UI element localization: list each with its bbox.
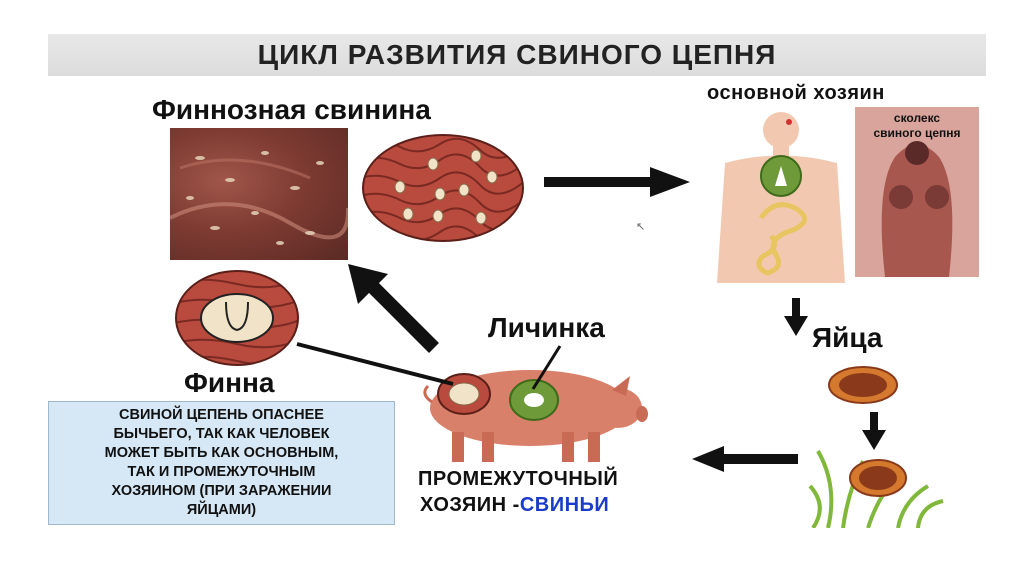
note-line: ЯЙЦАМИ) bbox=[105, 501, 339, 520]
label-intermediate-prefix: ХОЗЯИН - bbox=[420, 494, 520, 516]
note-line: МОЖЕТ БЫТЬ КАК ОСНОВНЫМ, bbox=[105, 444, 339, 463]
arrow-to-definitive-host bbox=[542, 165, 692, 199]
label-finnoznaya: Финнозная свинина bbox=[152, 94, 431, 126]
finna-illustration bbox=[174, 268, 300, 368]
muscle-with-cysts-illustration bbox=[360, 132, 526, 244]
grass-with-egg-illustration bbox=[808, 446, 948, 528]
note-line: СВИНОЙ ЦЕПЕНЬ ОПАСНЕЕ bbox=[105, 406, 339, 425]
label-definitive-host: основной хозяин bbox=[707, 82, 885, 105]
label-larva: Личинка bbox=[488, 312, 605, 344]
note-text: СВИНОЙ ЦЕПЕНЬ ОПАСНЕЕ БЫЧЬЕГО, ТАК КАК Ч… bbox=[105, 406, 339, 520]
note-box: СВИНОЙ ЦЕПЕНЬ ОПАСНЕЕ БЫЧЬЕГО, ТАК КАК Ч… bbox=[48, 401, 395, 525]
label-intermediate-highlight: СВИНЬИ bbox=[520, 494, 609, 516]
label-scolex-line1: сколекс bbox=[855, 111, 979, 125]
note-line: ТАК И ПРОМЕЖУТОЧНЫМ bbox=[105, 463, 339, 482]
label-intermediate-line1: ПРОМЕЖУТОЧНЫЙ bbox=[418, 468, 618, 491]
arrow-to-intermediate-host bbox=[690, 444, 800, 474]
label-intermediate-line2: ХОЗЯИН -СВИНЬИ bbox=[420, 494, 609, 517]
label-scolex-line2: свиного цепня bbox=[855, 126, 979, 140]
arrow-to-infected-pork bbox=[342, 262, 442, 354]
arrow-to-eggs bbox=[784, 298, 808, 338]
label-eggs: Яйца bbox=[812, 322, 882, 354]
note-line: БЫЧЬЕГО, ТАК КАК ЧЕЛОВЕК bbox=[105, 425, 339, 444]
scolex-photo: сколекс свиного цепня bbox=[855, 107, 979, 277]
mouse-cursor-icon: ↖ bbox=[636, 220, 645, 233]
title-bar: ЦИКЛ РАЗВИТИЯ СВИНОГО ЦЕПНЯ bbox=[48, 34, 986, 76]
note-line: ХОЗЯИНОМ (ПРИ ЗАРАЖЕНИИ bbox=[105, 482, 339, 501]
infected-pork-photo bbox=[170, 128, 348, 260]
human-host-illustration bbox=[705, 108, 855, 283]
label-finna: Финна bbox=[184, 367, 275, 399]
egg-illustration bbox=[828, 365, 898, 405]
larva-pointer-line bbox=[525, 344, 565, 394]
page-title: ЦИКЛ РАЗВИТИЯ СВИНОГО ЦЕПНЯ bbox=[48, 34, 986, 76]
